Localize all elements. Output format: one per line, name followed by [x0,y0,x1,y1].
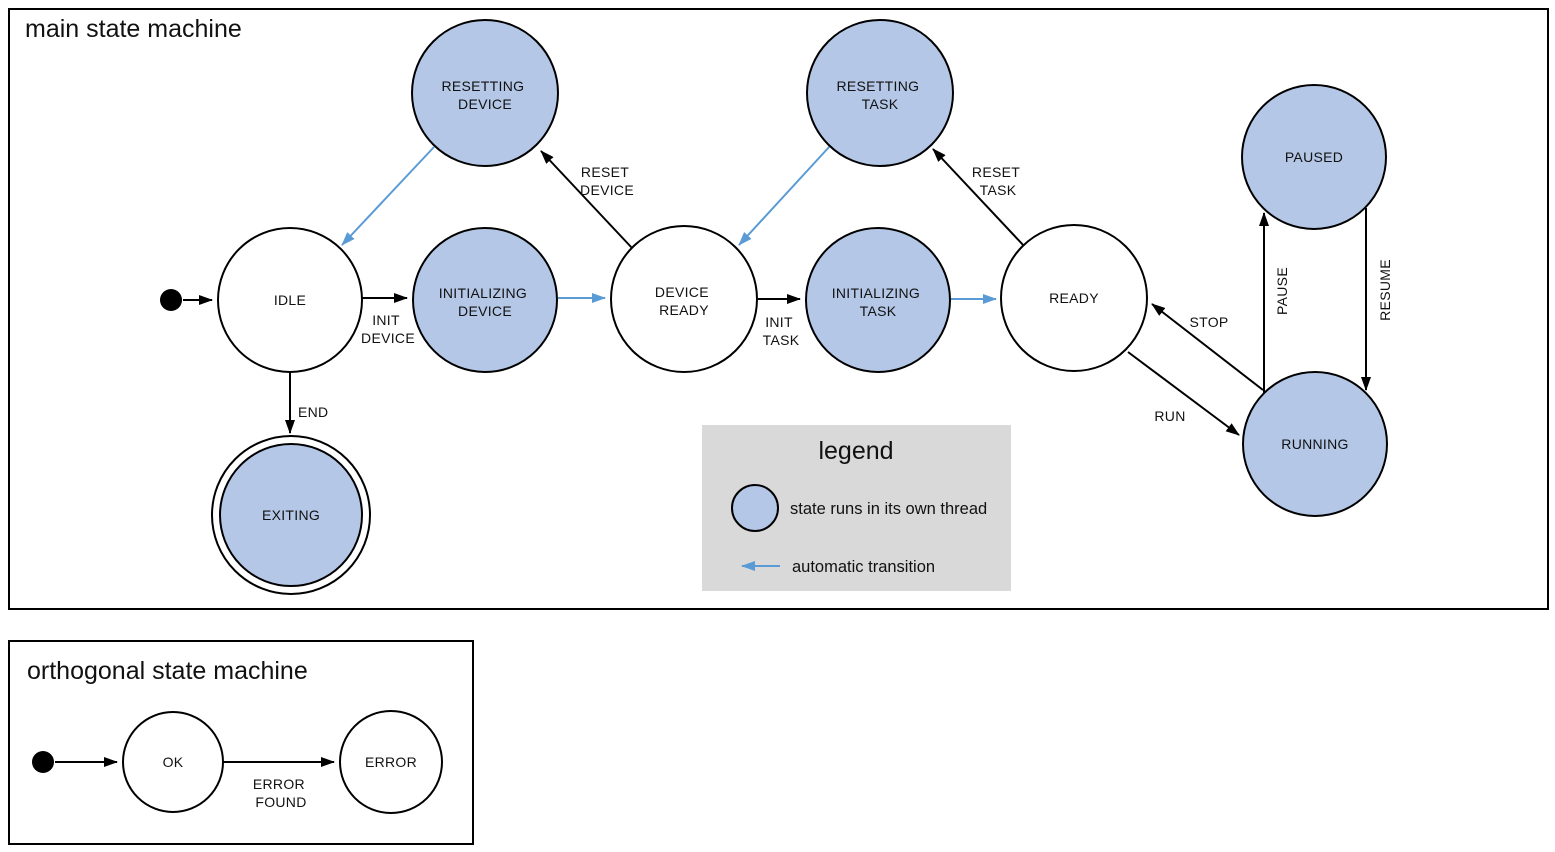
legend-thread-state-icon [731,484,779,532]
state-resetting-task-circle [806,19,954,167]
state-running: RUNNING [1242,371,1388,517]
state-ready-label: READY [1049,290,1099,306]
state-initializing-device-label: INITIALIZING DEVICE [439,285,532,319]
transition-reset-device-arrow [540,150,633,249]
state-resetting-task-label: RESETTING TASK [836,78,923,112]
state-ready-circle [1000,224,1148,372]
transition-run-label: RUN [1154,408,1185,424]
state-exiting-inner-circle [219,443,363,587]
state-paused-label: PAUSED [1285,149,1343,165]
state-initializing-task-circle [805,227,951,373]
state-initializing-device: INITIALIZING DEVICE [412,227,558,373]
state-exiting-label: EXITING [262,507,320,523]
legend-auto-transition-label: automatic transition [792,558,935,576]
state-idle-circle [217,227,363,373]
state-paused-circle [1241,84,1387,230]
state-device-ready-circle [610,225,758,373]
state-initializing-device-circle [412,227,558,373]
state-exiting-final: EXITING [211,435,371,595]
state-ok-label: OK [163,754,184,770]
transition-init-device-label: INIT DEVICE [361,312,415,346]
state-idle-label: IDLE [274,292,306,308]
initial-state-main [160,289,213,311]
state-error-label: ERROR [365,754,417,770]
state-idle: IDLE [217,227,363,373]
legend-title: legend [818,437,893,465]
orthogonal-state-machine-box: orthogonal state machine ERROR FOUND OK … [8,640,474,845]
state-ready: READY [1000,224,1148,372]
initial-state-orthogonal [32,751,118,773]
state-ok-circle [122,711,224,813]
state-resetting-task: RESETTING TASK [806,19,954,167]
main-box-title: main state machine [25,15,242,43]
initial-state-dot [32,751,54,773]
state-initializing-task-label: INITIALIZING TASK [832,285,925,319]
transition-stop-label: STOP [1189,314,1228,330]
legend-thread-state-label: state runs in its own thread [790,500,987,518]
state-device-ready: DEVICE READY [610,225,758,373]
transition-resume-label: RESUME [1377,259,1393,321]
state-resetting-device-circle [411,19,559,167]
transition-reset-task-arrow [932,148,1026,248]
state-running-label: RUNNING [1281,436,1348,452]
transition-error-found-label: ERROR FOUND [253,776,309,810]
transition-pause-label: PAUSE [1274,267,1290,315]
state-resetting-device-label: RESETTING DEVICE [441,78,528,112]
legend: legend state runs in its own thread auto… [702,425,1011,591]
state-running-circle [1242,371,1388,517]
state-error: ERROR [339,710,443,814]
transition-init-task-label: INIT TASK [763,314,800,348]
orthogonal-box-title: orthogonal state machine [27,657,308,685]
transition-stop-arrow [1151,303,1264,391]
transition-auto-resetting-device-to-idle-arrow [341,146,435,246]
transition-reset-device-label: RESET DEVICE [580,164,634,198]
state-error-circle [339,710,443,814]
state-initializing-task: INITIALIZING TASK [805,227,951,373]
transition-reset-task-label: RESET TASK [972,164,1024,198]
main-state-machine-box: main state machine INIT DEVICE RESET DEV… [8,8,1549,610]
state-paused: PAUSED [1241,84,1387,230]
initial-state-dot [160,289,182,311]
transition-end-label: END [298,404,328,420]
transition-run-arrow [1127,351,1240,436]
state-resetting-device: RESETTING DEVICE [411,19,559,167]
transition-auto-resetting-task-to-device-ready-arrow [738,145,831,246]
state-ok: OK [122,711,224,813]
state-device-ready-label: DEVICE READY [655,284,713,318]
